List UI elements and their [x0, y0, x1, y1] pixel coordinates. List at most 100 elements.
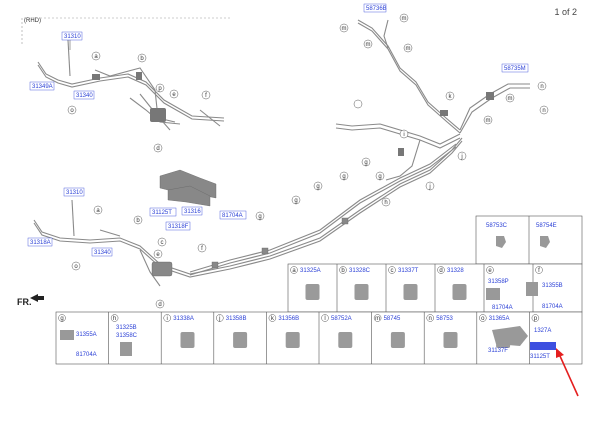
- legend-letter-g: g: [60, 316, 63, 322]
- legend-part-31328: 31328: [447, 268, 464, 274]
- marker-rhd-a: a: [91, 51, 101, 61]
- part-e-icon: [486, 288, 500, 300]
- legend-part-58745: 58745: [384, 316, 401, 322]
- part-58754E-icon: [540, 236, 550, 248]
- marker-main-b: b: [133, 215, 143, 225]
- svg-text:n: n: [542, 108, 545, 114]
- marker-main-f: f: [197, 243, 207, 253]
- part-31325A-icon: [305, 284, 320, 300]
- svg-text:e: e: [172, 92, 176, 98]
- callout-58735M: 58735M: [504, 66, 526, 72]
- legend-letter-a: a: [292, 268, 296, 274]
- callout-31340-mid: 31340: [94, 250, 111, 256]
- svg-text:p: p: [158, 86, 162, 92]
- svg-text:m: m: [486, 118, 491, 124]
- legend-e-31358P: 31358P: [488, 279, 509, 285]
- legend-letter-o: o: [481, 316, 485, 322]
- legend-letter-l: l: [324, 316, 325, 322]
- marker-rhd-e: e: [169, 89, 179, 99]
- legend-part-58753: 58753: [436, 316, 453, 322]
- svg-text:o: o: [70, 108, 74, 114]
- legend-cell-e: e: [486, 266, 494, 274]
- svg-text:a: a: [96, 208, 100, 214]
- marker-main-e: e: [153, 249, 163, 259]
- marker-g3: g: [339, 171, 349, 181]
- legend-part-31365A: 31365A: [489, 316, 510, 322]
- callout-31340-top: 31340: [76, 93, 93, 99]
- marker-rhd-b: b: [137, 53, 147, 63]
- main-brackets: [151, 169, 349, 277]
- part-58753-icon: [443, 332, 458, 348]
- callout-81704A-mid: 81704A: [222, 213, 243, 219]
- part-58752A-icon: [338, 332, 353, 348]
- legend-letter-n: n: [429, 316, 432, 322]
- page-indicator: 1 of 2: [554, 7, 577, 17]
- legend-part-31337T: 31337T: [398, 268, 419, 274]
- marker-n2: n: [539, 105, 549, 115]
- svg-text:n: n: [540, 84, 543, 90]
- marker-rhd-f: f: [201, 90, 211, 100]
- svg-text:k: k: [449, 94, 453, 100]
- part-31328-icon: [452, 284, 467, 300]
- legend-letter-k: k: [271, 316, 275, 322]
- marker-l: [353, 99, 363, 109]
- marker-g6: g: [255, 211, 265, 221]
- part-g-icon: [60, 330, 74, 340]
- legend-letter-j: j: [218, 316, 220, 322]
- part-58745-icon: [390, 332, 405, 348]
- legend-g-81704A: 81704A: [76, 352, 97, 358]
- legend-letter-m: m: [375, 316, 380, 322]
- marker-g1: g: [361, 157, 371, 167]
- marker-rhd-o: o: [67, 105, 77, 115]
- marker-n1: n: [537, 81, 547, 91]
- legend-cell-n: n 58753: [426, 314, 458, 348]
- svg-text:m: m: [508, 96, 513, 102]
- svg-text:i: i: [403, 132, 404, 138]
- legend-cell-l: l 58752A: [321, 314, 353, 348]
- callout-31316: 31316: [184, 209, 201, 215]
- part-callouts: 31310 31349A 31340 58736B 58735M 31310 3…: [27, 3, 529, 257]
- legend-cell-c: c 31337T: [388, 266, 419, 300]
- legend-part-58752A: 58752A: [331, 316, 352, 322]
- svg-text:g: g: [378, 174, 381, 180]
- svg-text:b: b: [136, 218, 140, 224]
- legend-part-31328C: 31328C: [349, 268, 371, 274]
- svg-text:g: g: [364, 160, 367, 166]
- marker-k: k: [445, 91, 455, 101]
- svg-text:m: m: [342, 26, 347, 32]
- marker-rhd-d: d: [153, 143, 163, 153]
- part-h-icon: [120, 342, 132, 356]
- legend-e-81704A: 81704A: [492, 305, 513, 311]
- legend-letter-i: i: [167, 316, 168, 322]
- legend-letter-c: c: [391, 268, 394, 274]
- marker-i: i: [399, 129, 409, 139]
- legend-58754E: 58754E: [536, 223, 557, 229]
- part-31337T-icon: [403, 284, 418, 300]
- svg-text:m: m: [402, 16, 407, 22]
- svg-text:f: f: [205, 93, 207, 99]
- svg-text:g: g: [294, 198, 297, 204]
- part-31356B-icon: [285, 332, 300, 348]
- legend-p-1327A: 1327A: [534, 328, 551, 334]
- part-31328C-icon: [354, 284, 369, 300]
- callout-31125T-mid: 31125T: [152, 210, 172, 216]
- marker-h: h: [381, 197, 391, 207]
- svg-text:g: g: [258, 214, 261, 220]
- svg-text:h: h: [384, 200, 387, 206]
- legend-cell-p: p: [531, 314, 540, 322]
- legend-58753C: 58753C: [486, 223, 508, 229]
- rhd-frame: [21, 17, 230, 44]
- highlighted-callout: [530, 342, 556, 350]
- rhd-clips: [92, 72, 166, 122]
- callout-31349A: 31349A: [32, 84, 53, 90]
- legend-p-31125T: 31125T: [530, 354, 550, 360]
- callout-31310-top: 31310: [64, 34, 81, 40]
- rhd-fuel-lines: [37, 39, 225, 131]
- part-58753C-icon: [496, 236, 506, 248]
